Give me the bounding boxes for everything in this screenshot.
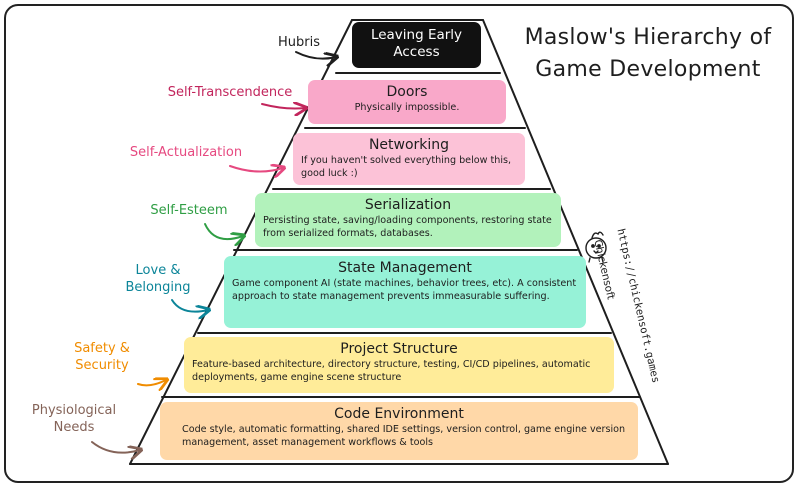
arrow-safety-security [137, 380, 166, 385]
tier-title-code-environment: Code Environment [334, 406, 464, 422]
tier-project-structure: Project Structure Feature-based architec… [184, 337, 614, 393]
tier-serialization: Serialization Persisting state, saving/l… [255, 193, 561, 247]
arrow-self-esteem [204, 223, 243, 239]
arrow-self-transcendence [261, 104, 305, 109]
tier-title-doors: Doors [386, 84, 428, 100]
tier-doors: Doors Physically impossible. [308, 80, 506, 124]
label-hubris: Hubris [278, 35, 320, 50]
label-safety-security: Safety & Security [74, 341, 130, 373]
tier-networking: Networking If you haven't solved everyth… [293, 133, 525, 185]
tier-desc-serialization: Persisting state, saving/loading compone… [263, 215, 552, 239]
tier-desc-code-environment: Code style, automatic formatting, shared… [182, 424, 626, 448]
tier-desc-project-structure: Feature-based architecture, directory st… [192, 359, 591, 383]
diagram-title: Maslow's Hierarchy of Game Development [524, 25, 772, 82]
tier-leaving-early-access: Leaving Early Access [352, 22, 481, 68]
tier-desc-state-management: Game component AI (state machines, behav… [232, 278, 577, 302]
label-self-actualization: Self-Actualization [129, 145, 243, 160]
tier-title-serialization: Serialization [364, 197, 452, 213]
label-self-esteem: Self-Esteem [150, 203, 228, 218]
tier-title-networking: Networking [368, 137, 450, 153]
tier-desc-networking: If you haven't solved everything below t… [301, 155, 512, 179]
tier-desc-doors: Physically impossible. [354, 102, 460, 113]
tier-title-project-structure: Project Structure [340, 341, 458, 357]
label-love-belonging: Love & Belonging [125, 263, 191, 295]
arrow-self-actualization [229, 166, 283, 172]
tier-code-environment: Code Environment Code style, automatic f… [160, 402, 638, 460]
label-physiological-needs: Physiological Needs [31, 403, 117, 435]
tier-state-management: State Management Game component AI (stat… [224, 256, 586, 328]
tier-title-state-management: State Management [338, 260, 472, 276]
arrow-love-belonging [171, 299, 208, 312]
tier-title-leaving-early-access: Leaving Early Access [370, 27, 463, 60]
arrow-physiological-needs [91, 441, 140, 453]
label-self-transcendence: Self-Transcendence [167, 85, 293, 100]
chick-logo-icon [585, 231, 607, 263]
arrow-hubris [295, 51, 336, 59]
